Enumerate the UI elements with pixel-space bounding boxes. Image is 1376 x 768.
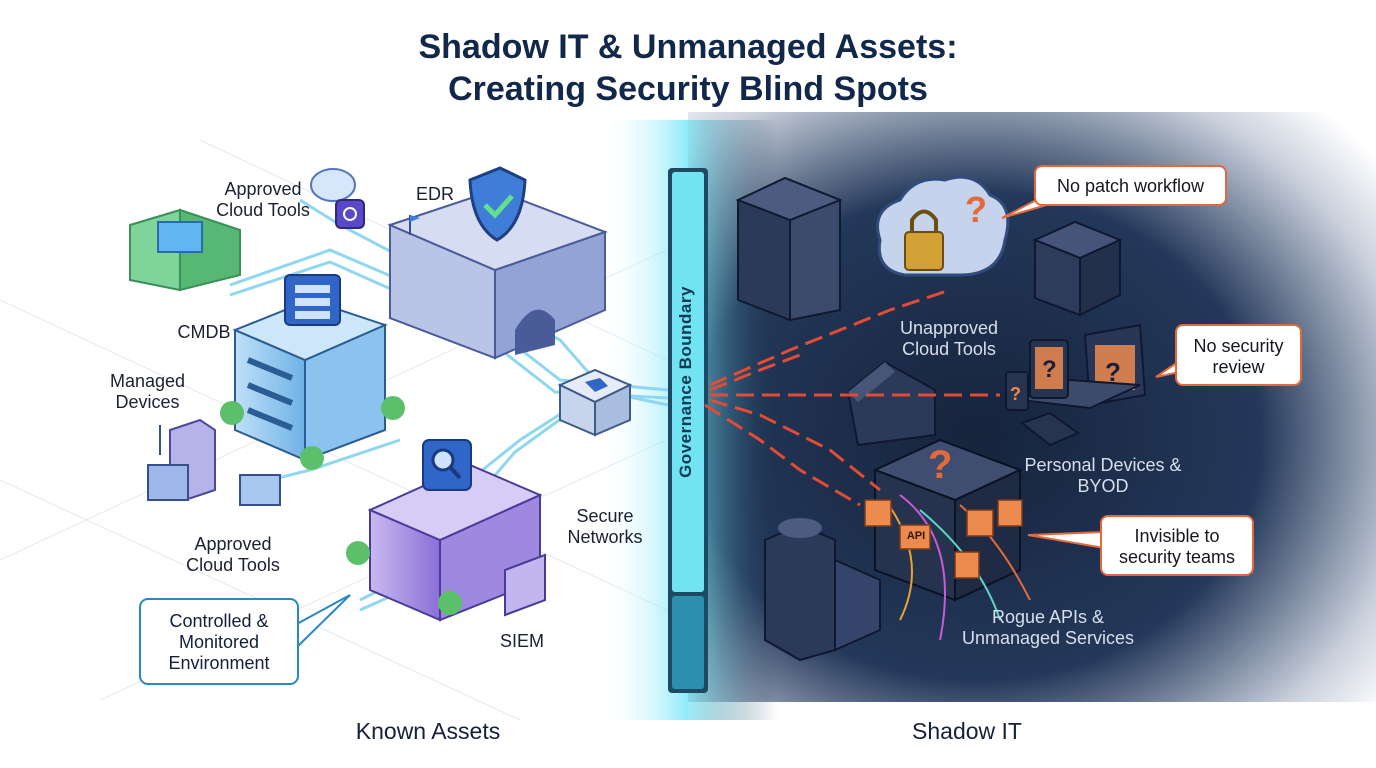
rogue-api-cube: ? — [864, 438, 1031, 641]
callout-no-security-review: No security review — [1175, 324, 1302, 386]
edr-castle-icon — [387, 166, 608, 360]
shadow-dashed-lines — [704, 288, 1000, 507]
label-siem: SIEM — [499, 631, 544, 651]
cmdb-building — [220, 274, 405, 470]
locked-cloud-icon: ? — [876, 175, 1010, 277]
router-icon — [557, 368, 633, 437]
svg-text:?: ? — [1010, 384, 1021, 404]
label-personal-devices: Personal Devices & BYOD — [1024, 455, 1182, 496]
blue-callout-tail — [293, 594, 351, 650]
siem-building — [346, 439, 546, 622]
title-line-1: Shadow IT & Unmanaged Assets: — [418, 28, 958, 66]
label-rogue-apis: Rogue APIs & Unmanaged Services — [961, 607, 1135, 648]
byod-devices-icon: ? ? ? — [1005, 323, 1147, 447]
svg-text:?: ? — [1042, 356, 1057, 383]
shadow-office-building — [735, 176, 843, 322]
approved-cloud-tools-building — [129, 208, 241, 292]
label-cmdb: CMDB — [177, 322, 231, 342]
shadow-cube-server — [1032, 220, 1123, 317]
shadow-house-icon — [846, 360, 936, 447]
label-secure-networks: Secure Networks — [567, 506, 643, 547]
label-approved-cloud-tools-top: Approved Cloud Tools — [216, 179, 310, 220]
heading-shadow-it: Shadow IT — [912, 718, 1022, 744]
callout-invisible-to-security: Invisible to security teams — [1100, 515, 1254, 576]
svg-text:?: ? — [965, 189, 987, 230]
label-approved-cloud-tools-bottom: Approved Cloud Tools — [186, 534, 280, 575]
api-chip-label: API — [906, 530, 926, 542]
title-line-2: Creating Security Blind Spots — [448, 70, 928, 108]
governance-boundary-bar — [668, 168, 708, 693]
svg-text:?: ? — [1105, 357, 1121, 387]
managed-devices-icon — [147, 418, 281, 506]
label-unapproved-cloud-tools: Unapproved Cloud Tools — [899, 318, 999, 359]
callout-no-patch-workflow: No patch workflow — [1034, 165, 1227, 206]
cloud-gear-icon — [310, 168, 365, 229]
label-edr: EDR — [415, 184, 454, 204]
label-managed-devices: Managed Devices — [109, 371, 186, 412]
heading-known-assets: Known Assets — [355, 718, 501, 744]
page-title: Shadow IT & Unmanaged Assets: Creating S… — [0, 26, 1376, 110]
governance-boundary-label: Governance Boundary — [676, 286, 695, 478]
svg-text:?: ? — [928, 443, 952, 487]
shadow-tower-building — [764, 518, 881, 662]
callout-controlled-environment: Controlled & Monitored Environment — [139, 598, 299, 685]
